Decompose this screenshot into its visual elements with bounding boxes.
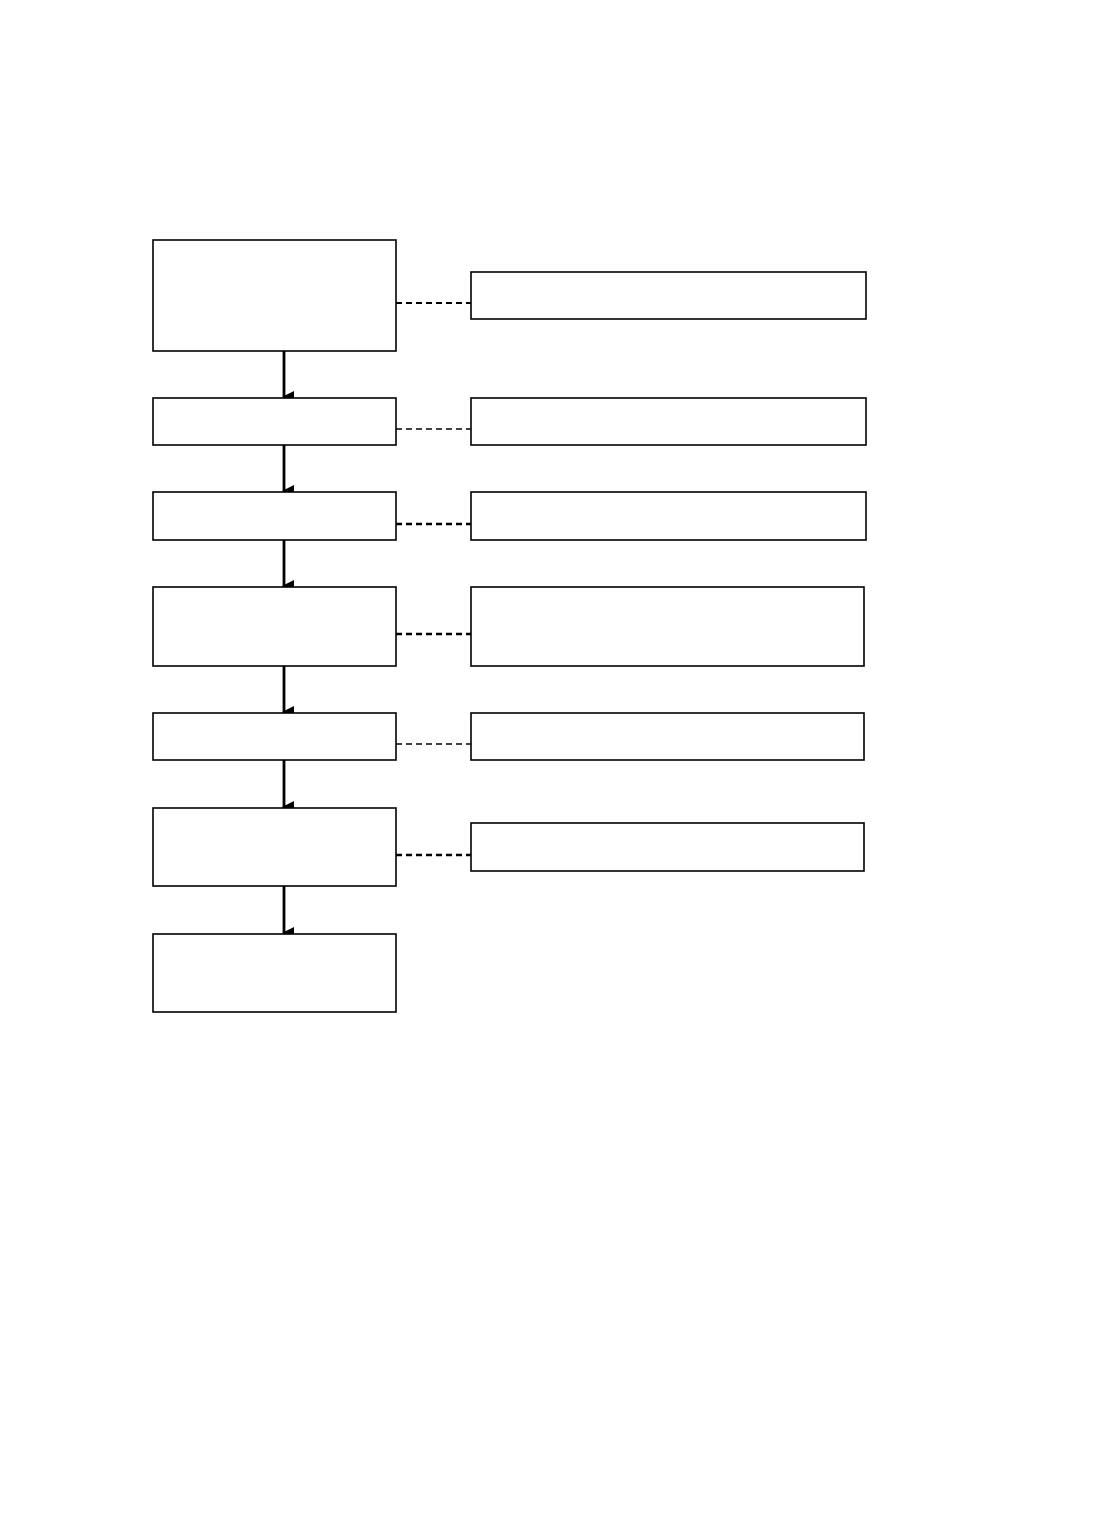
note-box-2 <box>470 397 867 446</box>
process-box-5-rect <box>152 712 397 761</box>
note-box-3 <box>470 491 867 541</box>
process-box-5 <box>152 712 397 761</box>
note-box-6 <box>470 822 865 872</box>
note-box-3-rect <box>470 491 867 541</box>
process-box-1-rect <box>152 239 397 352</box>
note-box-1-rect <box>470 271 867 320</box>
note-box-4-rect <box>470 586 865 667</box>
process-box-4-rect <box>152 586 397 667</box>
note-box-5-rect <box>470 712 865 761</box>
note-box-2-rect <box>470 397 867 446</box>
process-box-1 <box>152 239 397 352</box>
process-box-2 <box>152 397 397 446</box>
process-box-2-rect <box>152 397 397 446</box>
connector-layer <box>282 302 471 939</box>
node-layer <box>152 239 867 1013</box>
process-box-6-rect <box>152 807 397 887</box>
process-box-6 <box>152 807 397 887</box>
note-box-1 <box>470 271 867 320</box>
note-box-6-rect <box>470 822 865 872</box>
process-box-7 <box>152 933 397 1013</box>
process-box-3 <box>152 491 397 541</box>
note-box-4 <box>470 586 865 667</box>
process-box-3-rect <box>152 491 397 541</box>
process-box-7-rect <box>152 933 397 1013</box>
process-box-4 <box>152 586 397 667</box>
note-box-5 <box>470 712 865 761</box>
